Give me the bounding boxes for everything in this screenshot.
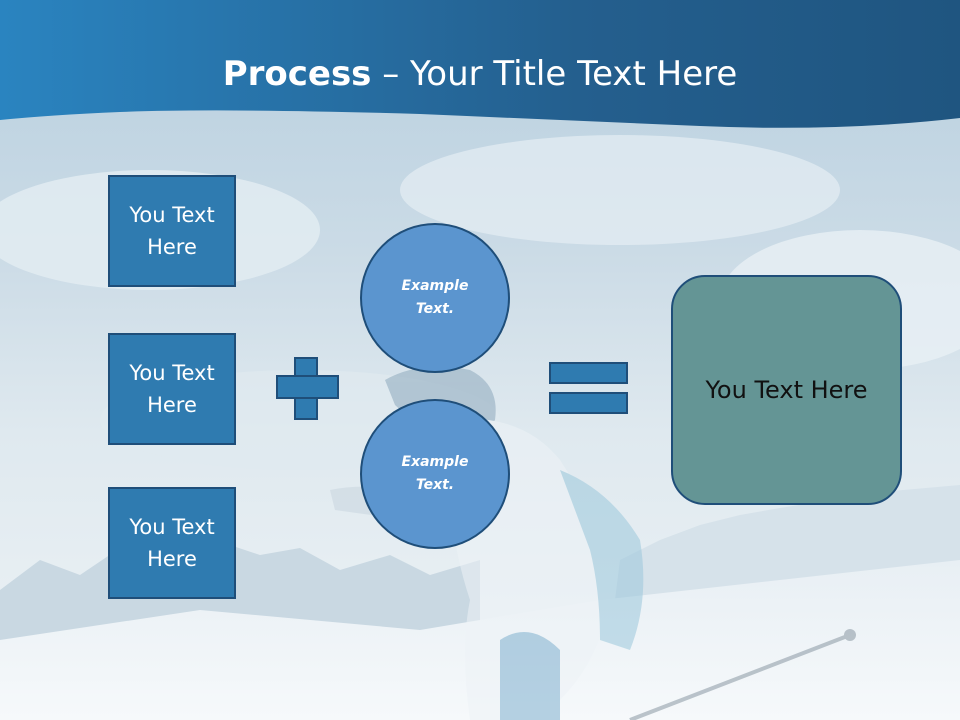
input-box-2[interactable]: You Text Here	[108, 333, 236, 445]
slide-title: Process – Your Title Text Here	[0, 52, 960, 96]
input-box-3[interactable]: You Text Here	[108, 487, 236, 599]
example-circle-2[interactable]: Example Text.	[360, 399, 510, 549]
input-box-1[interactable]: You Text Here	[108, 175, 236, 287]
title-rest: – Your Title Text Here	[371, 54, 738, 94]
example-circle-1[interactable]: Example Text.	[360, 223, 510, 373]
result-box[interactable]: You Text Here	[671, 275, 902, 505]
title-bold: Process	[222, 54, 372, 94]
